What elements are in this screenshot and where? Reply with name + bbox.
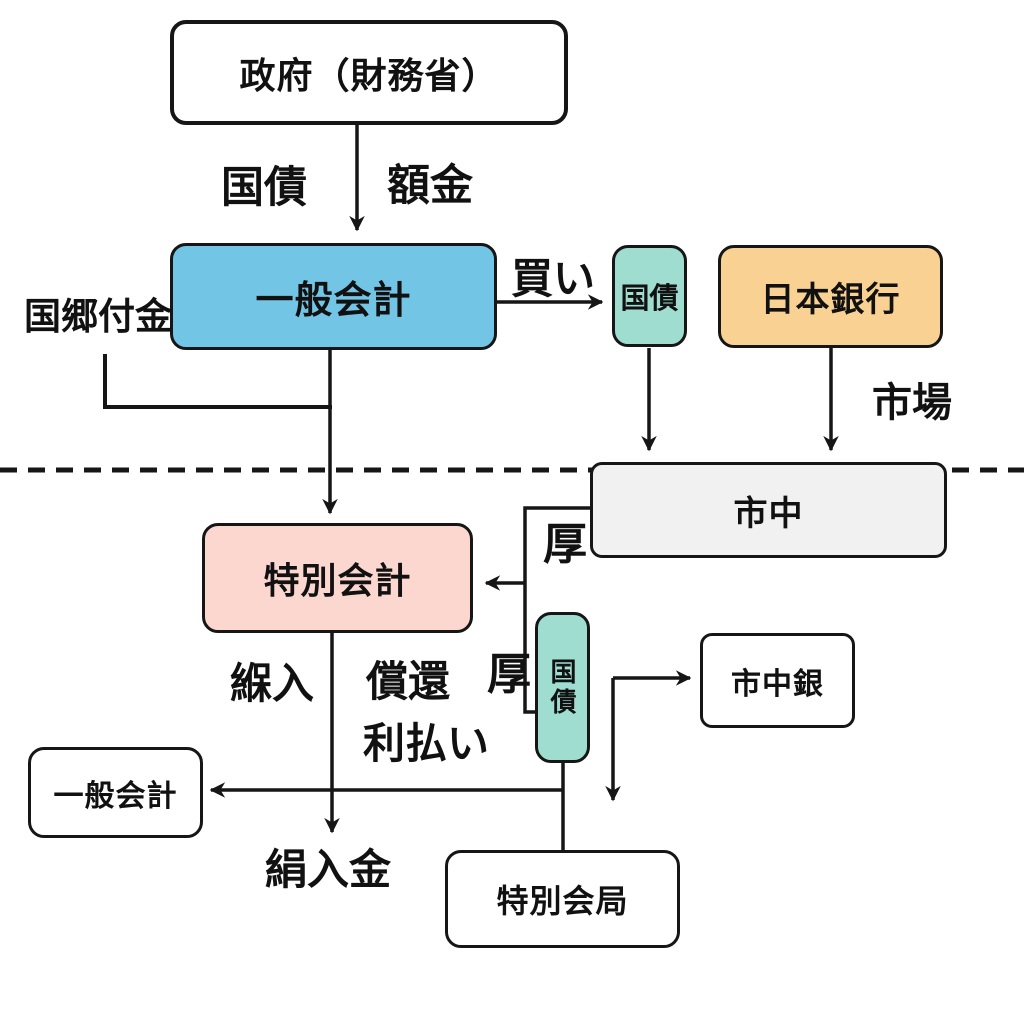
node-bank-of-japan: 日本銀行 xyxy=(718,245,943,348)
node-general-account-bottom-label: 一般会計 xyxy=(53,779,178,813)
node-special-account-label: 特別会計 xyxy=(263,560,412,601)
label-kai: 買い xyxy=(511,255,596,302)
label-kuriirekin: 絹入金 xyxy=(265,846,392,893)
node-special-bureau: 特別会局 xyxy=(445,850,680,948)
node-jgb-top: 国債 xyxy=(612,245,687,347)
label-gakukin: 額金 xyxy=(387,162,473,210)
line-kokko-fukin-branch xyxy=(103,354,332,409)
label-kokko-fukin: 国郷付金 xyxy=(24,296,172,337)
node-market-label: 市中 xyxy=(733,494,804,533)
label-shijo: 市場 xyxy=(872,381,952,425)
node-city-bank-label: 市中銀 xyxy=(731,667,824,701)
node-jgb-top-label: 国債 xyxy=(620,283,679,315)
line-market-to-jgb-vertical xyxy=(523,506,592,714)
label-atsu-lower: 厚 xyxy=(487,650,531,699)
label-atsu-upper: 厚 xyxy=(543,520,587,569)
node-government-label: 政府（財務省） xyxy=(239,54,499,96)
label-kuriire: 緥入 xyxy=(230,660,315,707)
node-special-bureau-label: 特別会局 xyxy=(496,883,629,919)
node-special-account: 特別会計 xyxy=(202,523,473,633)
node-government: 政府（財務省） xyxy=(170,20,568,125)
node-general-account-bottom: 一般会計 xyxy=(28,747,203,838)
node-bank-of-japan-label: 日本銀行 xyxy=(760,281,901,319)
node-city-bank: 市中銀 xyxy=(700,633,855,728)
node-market: 市中 xyxy=(590,462,947,558)
label-kokusai: 国債 xyxy=(221,164,307,212)
node-general-account: 一般会計 xyxy=(170,243,497,350)
label-shokan: 償還 xyxy=(366,658,451,705)
node-jgb-vertical-label: 国債 xyxy=(547,657,577,718)
label-riharai: 利払い xyxy=(363,720,490,767)
node-jgb-vertical: 国債 xyxy=(535,612,590,763)
node-general-account-label: 一般会計 xyxy=(255,280,412,322)
